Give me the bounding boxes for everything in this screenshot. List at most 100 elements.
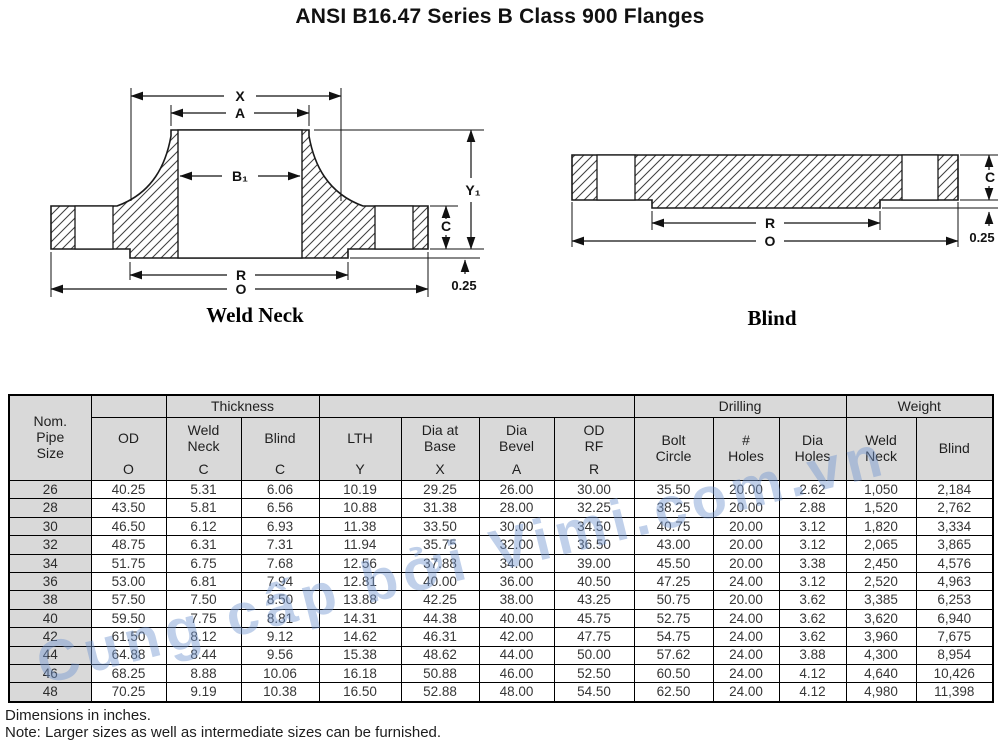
cell-value: 6.56 [240, 498, 320, 518]
cell-value: 4,576 [915, 553, 994, 573]
cell-value: 62.50 [633, 682, 714, 703]
col-header-num-holes: # Holes [712, 417, 780, 481]
bolt-hole-left [74, 205, 114, 250]
bolt-hole-left [596, 154, 636, 201]
cell-value: 42.25 [400, 590, 480, 610]
cell-value: 20.00 [712, 535, 780, 555]
cell-value: 15.38 [318, 645, 402, 665]
dim-label-r: R [236, 267, 246, 283]
col-header-bolt-circle: Bolt Circle [633, 417, 714, 481]
footer-notes: Dimensions in inches. Note: Larger sizes… [5, 707, 441, 741]
col-header-dia-holes: Dia Holes [778, 417, 847, 481]
cell-value: 3,865 [915, 535, 994, 555]
cell-value: 39.00 [553, 553, 635, 573]
cell-value: 1,520 [845, 498, 917, 518]
dimensions-note: Dimensions in inches. [5, 707, 151, 724]
cell-value: 10.06 [240, 663, 320, 684]
cell-value: 4.12 [778, 682, 847, 703]
cell-value: 40.25 [90, 479, 167, 500]
cell-value: 6.06 [240, 479, 320, 500]
cell-value: 59.50 [90, 608, 167, 629]
cell-value: 42.00 [478, 627, 555, 647]
cell-value: 36.50 [553, 535, 635, 555]
cell-value: 35.75 [400, 535, 480, 555]
cell-value: 38.00 [478, 590, 555, 610]
cell-value: 3.62 [778, 590, 847, 610]
cell-value: 31.38 [400, 498, 480, 518]
cell-value: 12.81 [318, 571, 402, 592]
cell-value: 2,184 [915, 479, 994, 500]
cell-value: 2,065 [845, 535, 917, 555]
cell-value: 61.50 [90, 627, 167, 647]
cell-value: 6,940 [915, 608, 994, 629]
weld-neck-dimensions: X A B₁ Y₁ C 0.25 R [50, 88, 484, 297]
cell-value: 2.88 [778, 498, 847, 518]
cell-value: 53.00 [90, 571, 167, 592]
dim-label-r: R [765, 215, 775, 231]
cell-value: 8.81 [240, 608, 320, 629]
cell-value: 7.31 [240, 535, 320, 555]
cell-pipe-size: 34 [8, 553, 92, 573]
larger-sizes-note: Note: Larger sizes as well as intermedia… [5, 724, 442, 741]
cell-value: 52.88 [400, 682, 480, 703]
cell-value: 20.00 [712, 553, 780, 573]
cell-value: 24.00 [712, 663, 780, 684]
dim-label-c: C [441, 218, 451, 234]
cell-value: 3.88 [778, 645, 847, 665]
cell-value: 3.12 [778, 535, 847, 555]
cell-value: 57.62 [633, 645, 714, 665]
cell-value: 7.68 [240, 553, 320, 573]
group-header-weight: Weight [845, 394, 994, 418]
col-header-blind-weight: Blind [915, 417, 994, 481]
cell-value: 5.81 [165, 498, 242, 518]
cell-value: 16.18 [318, 663, 402, 684]
cell-value: 20.00 [712, 498, 780, 518]
cell-value: 32.25 [553, 498, 635, 518]
cell-value: 11.94 [318, 535, 402, 555]
cell-value: 45.50 [633, 553, 714, 573]
cell-value: 47.25 [633, 571, 714, 592]
dim-label-raised-face: 0.25 [451, 278, 476, 293]
cell-value: 32.00 [478, 535, 555, 555]
cell-value: 29.25 [400, 479, 480, 500]
cell-value: 3.12 [778, 571, 847, 592]
weld-neck-caption: Weld Neck [206, 303, 304, 327]
cell-value: 40.75 [633, 516, 714, 537]
cell-value: 46.31 [400, 627, 480, 647]
cell-value: 6.12 [165, 516, 242, 537]
cell-value: 3.38 [778, 553, 847, 573]
cell-value: 8.88 [165, 663, 242, 684]
cell-value: 4,640 [845, 663, 917, 684]
cell-value: 46.50 [90, 516, 167, 537]
cell-value: 9.12 [240, 627, 320, 647]
cell-value: 8.44 [165, 645, 242, 665]
cell-value: 24.00 [712, 627, 780, 647]
cell-value: 24.00 [712, 608, 780, 629]
dim-label-x: X [235, 88, 245, 104]
cell-value: 24.00 [712, 571, 780, 592]
cell-value: 14.62 [318, 627, 402, 647]
cell-value: 57.50 [90, 590, 167, 610]
dim-label-y1: Y₁ [465, 182, 480, 198]
page-title: ANSI B16.47 Series B Class 900 Flanges [295, 5, 705, 28]
cell-value: 70.25 [90, 682, 167, 703]
cell-value: 8.12 [165, 627, 242, 647]
cell-pipe-size: 38 [8, 590, 92, 610]
cell-value: 38.25 [633, 498, 714, 518]
cell-value: 51.75 [90, 553, 167, 573]
cell-value: 48.00 [478, 682, 555, 703]
cell-value: 68.25 [90, 663, 167, 684]
group-header-empty-od [90, 394, 167, 418]
weld-neck-diagram: X A B₁ Y₁ C 0.25 R [50, 88, 484, 327]
cell-value: 4,963 [915, 571, 994, 592]
weld-neck-section [50, 129, 429, 259]
cell-value: 24.00 [712, 645, 780, 665]
cell-value: 6.31 [165, 535, 242, 555]
